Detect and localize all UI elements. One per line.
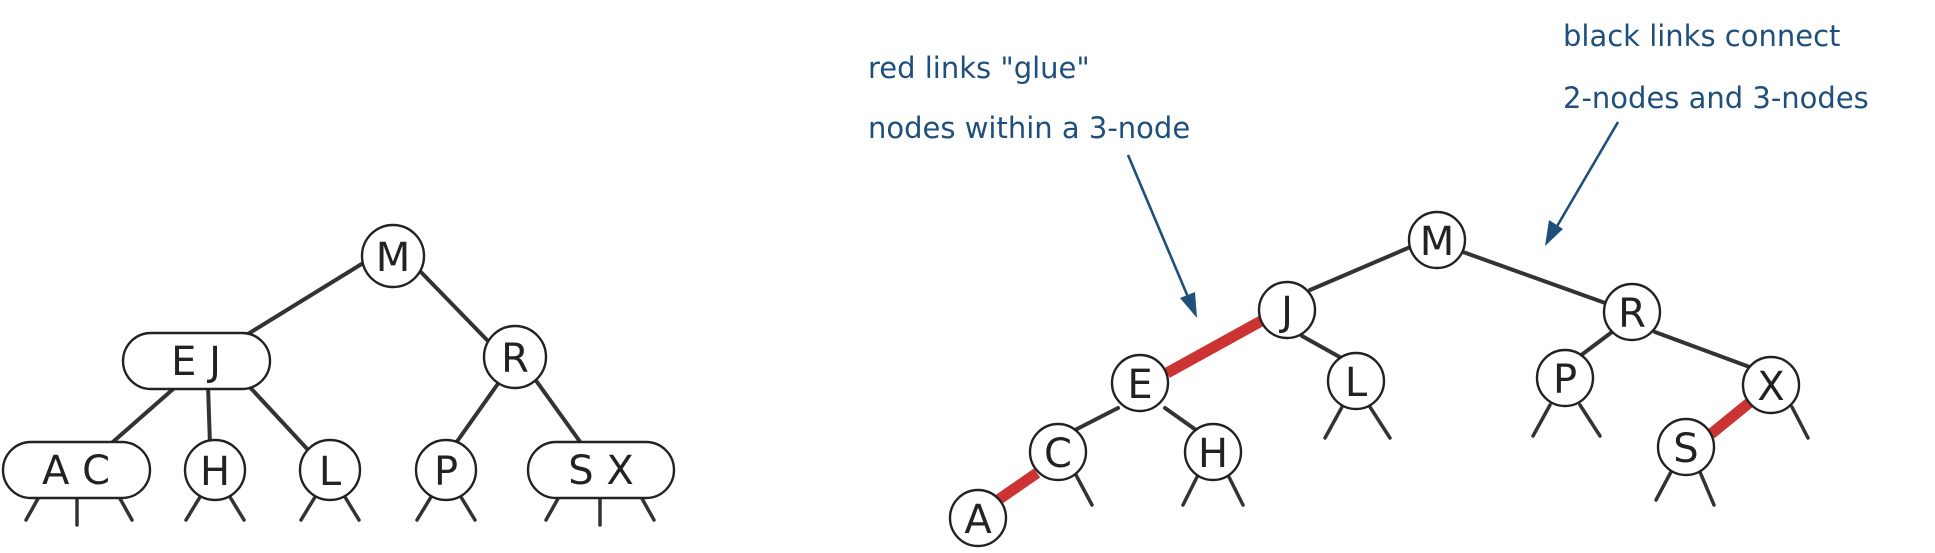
black-link-j-l	[1300, 334, 1347, 362]
node-h: H	[183, 438, 247, 502]
edge-ej-h	[206, 383, 212, 447]
node-label: S	[1673, 426, 1698, 472]
node-label: R	[1618, 291, 1646, 337]
node-label: P	[1553, 357, 1577, 403]
node-ac: A C	[1, 440, 152, 500]
node-label: E	[1127, 362, 1152, 408]
annotation-red-links: red links "glue" nodes within a 3-node	[868, 51, 1197, 318]
black-link-m-r	[1461, 250, 1610, 306]
node-label: X	[1757, 364, 1784, 410]
node-label: A C	[42, 448, 110, 494]
rb-node-s: S	[1656, 417, 1716, 477]
arrow-red-links	[1126, 154, 1190, 298]
rb-leaf-stubs	[1074, 403, 1810, 507]
red-black-tree: M J R E L P X C	[948, 210, 1810, 548]
annotation-black-links-line2: 2-nodes and 3-nodes	[1563, 81, 1869, 115]
node-label: C	[1044, 431, 1072, 477]
node-ej: E J	[121, 331, 272, 391]
edge-ej-l	[244, 381, 312, 454]
black-link-e-h	[1163, 406, 1198, 432]
rb-node-l: L	[1326, 351, 1386, 411]
node-label: L	[1345, 360, 1368, 406]
node-label: H	[1198, 431, 1228, 477]
node-label: M	[376, 235, 411, 281]
node-label: M	[1420, 219, 1455, 265]
rb-node-a: A	[948, 488, 1008, 548]
node-label: L	[319, 449, 342, 495]
node-label: R	[501, 336, 529, 382]
arrow-black-links-head	[1545, 220, 1563, 246]
node-label: E J	[171, 339, 221, 385]
rb-node-x: X	[1741, 355, 1801, 415]
arrow-black-links	[1554, 121, 1620, 229]
node-label: J	[1278, 289, 1293, 335]
red-link-c-a	[994, 468, 1041, 505]
red-link-x-s	[1707, 398, 1753, 439]
annotation-red-links-line1: red links "glue"	[868, 51, 1090, 85]
node-sx: S X	[526, 440, 676, 500]
node-m: M	[360, 223, 426, 289]
rb-node-c: C	[1028, 422, 1088, 482]
two-three-tree: M E J R A C H L P S X	[1, 223, 676, 527]
annotation-black-links: black links connect 2-nodes and 3-nodes	[1545, 19, 1869, 246]
black-link-m-j	[1308, 243, 1417, 292]
rb-node-h: H	[1183, 422, 1243, 482]
arrow-red-links-head	[1180, 292, 1197, 318]
node-p: P	[414, 438, 478, 502]
node-r: R	[482, 324, 548, 390]
node-label: P	[434, 449, 458, 495]
rb-node-r: R	[1602, 282, 1662, 342]
rb-node-j: J	[1257, 280, 1317, 340]
black-link-e-c	[1073, 406, 1120, 432]
node-label: H	[200, 449, 230, 495]
edge-m-ej	[228, 255, 375, 347]
node-l: L	[298, 438, 362, 502]
node-label: S X	[568, 448, 634, 494]
annotation-red-links-line2: nodes within a 3-node	[868, 111, 1190, 145]
annotation-black-links-line1: black links connect	[1563, 19, 1840, 53]
rb-node-p: P	[1535, 348, 1595, 408]
rb-node-m: M	[1407, 210, 1467, 270]
node-label: A	[964, 497, 992, 543]
rb-node-e: E	[1110, 353, 1170, 413]
black-link-r-p	[1578, 330, 1614, 358]
edge-r-sx	[530, 373, 588, 452]
edge-m-r	[415, 266, 489, 342]
black-link-r-x	[1653, 330, 1757, 371]
red-link-j-e	[1164, 315, 1266, 378]
edge-r-p	[449, 376, 504, 452]
